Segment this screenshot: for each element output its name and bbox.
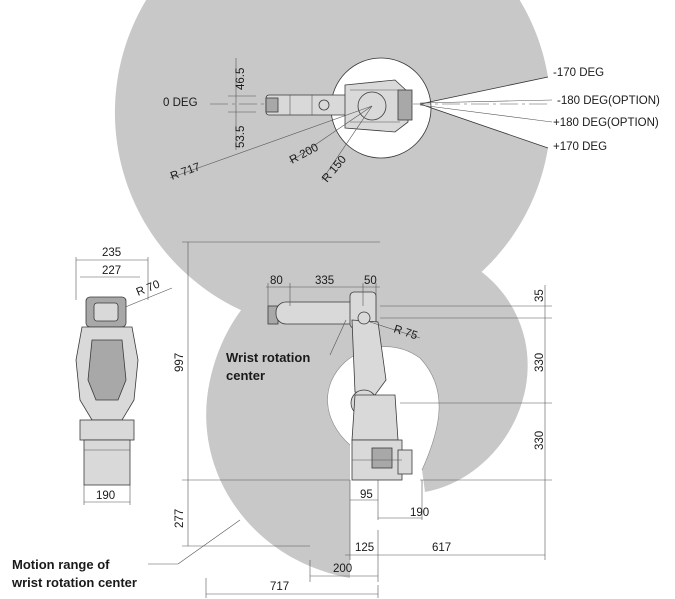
label-minus180-deg: -180 DEG(OPTION): [557, 95, 660, 107]
dim-227: 227: [102, 265, 121, 277]
front-view: 235 227 R 70 190: [75, 247, 173, 505]
dim-335: 335: [315, 275, 334, 287]
dim-277: 277: [174, 509, 186, 528]
top-view-boundary-plus170: [419, 103, 549, 149]
dim-35: 35: [534, 289, 546, 302]
leader-r150: [321, 105, 373, 181]
label-wrist-rotation-line2: center: [226, 368, 265, 383]
leader-r200: [289, 105, 373, 163]
label-minus170-deg: -170 DEG: [553, 67, 604, 79]
dim-125: 125: [355, 542, 374, 554]
top-view-robot-arm: [265, 79, 413, 133]
dim-190-side: 190: [410, 507, 429, 519]
side-view-robot-arm: [267, 291, 413, 481]
dim-53-5: 53.5: [235, 126, 247, 148]
top-view-boundary-minus180: [419, 99, 553, 104]
dim-190-front: 190: [96, 490, 115, 502]
dim-200: 200: [333, 563, 352, 575]
front-view-robot: [75, 296, 139, 486]
label-motion-range-line2: wrist rotation center: [11, 575, 137, 590]
top-view: 46.5 53.5 R 717 R 200 R 150 0 DEG -170 D…: [114, 0, 660, 331]
dim-330-lower: 330: [534, 431, 546, 450]
leader-wrist-rotation: [329, 319, 347, 356]
label-motion-range-line1: Motion range of: [12, 557, 110, 572]
dim-330-upper: 330: [534, 353, 546, 372]
top-view-boundary-plus180: [419, 104, 553, 123]
dim-80: 80: [270, 275, 283, 287]
side-view: 80 335 50 R 75 35 330 330 997 277 95 190: [11, 241, 552, 598]
leader-r717: [169, 105, 373, 179]
dim-50: 50: [364, 275, 377, 287]
dim-617: 617: [432, 542, 451, 554]
top-view-boundary-minus170: [419, 76, 549, 105]
dim-95: 95: [360, 489, 373, 501]
label-0-deg: 0 DEG: [163, 97, 198, 109]
dim-717: 717: [270, 581, 289, 593]
label-wrist-rotation-line1: Wrist rotation: [226, 350, 310, 365]
side-view-range-area: [206, 241, 528, 579]
dim-235: 235: [102, 247, 121, 259]
label-plus170-deg: +170 DEG: [553, 141, 607, 153]
side-view-inner-boundary: [327, 346, 440, 471]
label-plus180-deg: +180 DEG(OPTION): [553, 117, 659, 129]
top-view-range-area: [114, 0, 548, 331]
dim-46-5: 46.5: [235, 68, 247, 90]
dim-997: 997: [174, 353, 186, 372]
